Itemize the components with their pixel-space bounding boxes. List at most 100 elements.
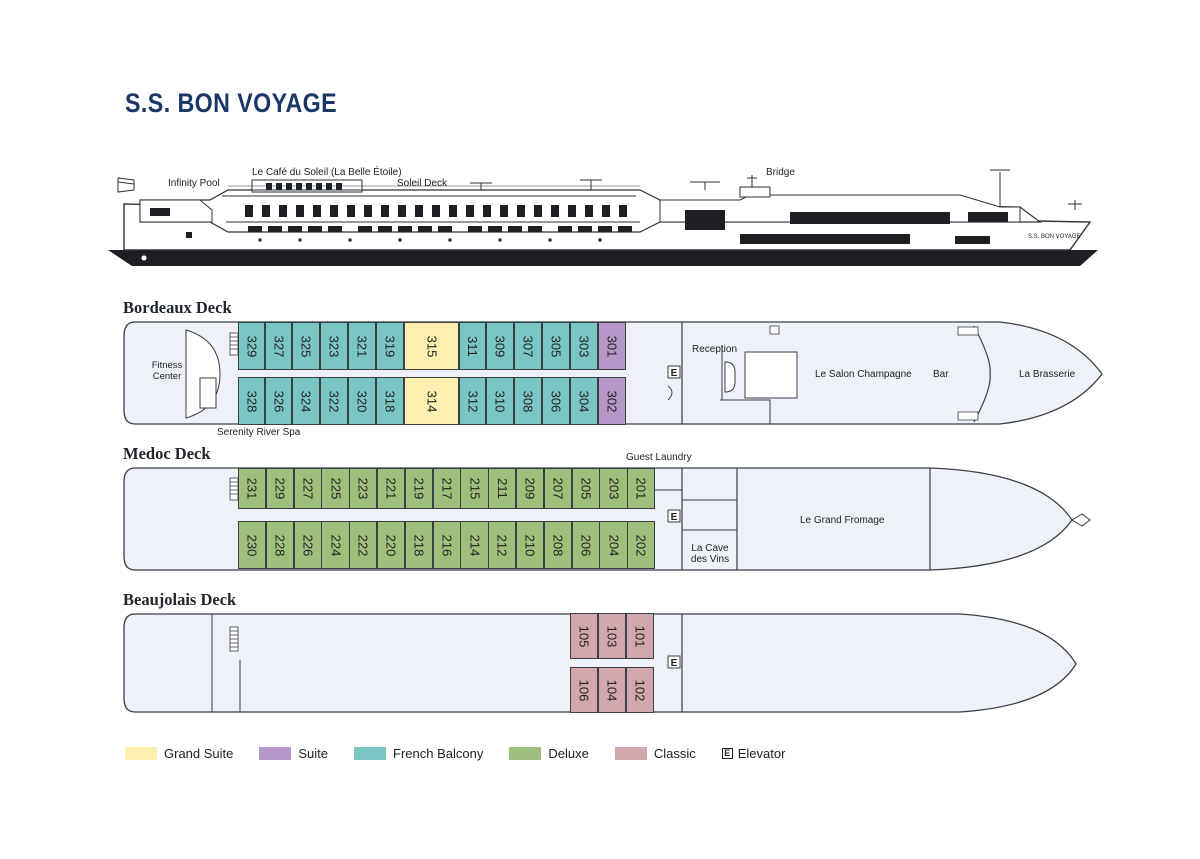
cabin-322: 322 <box>320 377 348 425</box>
cabin-206: 206 <box>571 521 600 569</box>
cabin-207: 207 <box>543 468 573 509</box>
cabin-number: 204 <box>606 534 622 556</box>
cabin-203: 203 <box>599 468 628 509</box>
legend-item-suite: Suite <box>259 746 328 761</box>
legend-label: Deluxe <box>548 746 589 761</box>
legend-item-classic: Classic <box>614 746 696 761</box>
cabin-104: 104 <box>598 667 626 713</box>
elevator-medoc: E <box>671 512 678 523</box>
cabin-number: 101 <box>632 625 648 647</box>
legend-label: Suite <box>298 746 329 761</box>
cabin-220: 220 <box>377 521 406 569</box>
cabin-212: 212 <box>488 521 517 569</box>
cabin-number: 216 <box>439 534 455 556</box>
cabin-number: 327 <box>270 335 286 357</box>
cabin-number: 226 <box>300 534 316 556</box>
cabin-number: 202 <box>633 534 649 556</box>
legend-swatch <box>125 747 157 760</box>
legend-label: French Balcony <box>393 746 484 761</box>
cabin-204: 204 <box>599 521 628 569</box>
cabin-230: 230 <box>238 521 267 569</box>
deck-label-bordeaux: Bordeaux Deck <box>123 298 232 317</box>
cabin-number: 220 <box>383 534 399 556</box>
legend-label: Grand Suite <box>164 746 234 761</box>
cabin-number: 211 <box>494 478 510 499</box>
cabin-number: 203 <box>606 477 622 500</box>
cabin-number: 322 <box>326 390 342 412</box>
cabin-number: 314 <box>423 390 439 412</box>
label-soleil-deck: Soleil Deck <box>397 178 448 189</box>
cabin-number: 219 <box>411 477 427 500</box>
label-salon: Le Salon Champagne <box>815 369 912 380</box>
cabin-217: 217 <box>432 468 461 509</box>
cabin-number: 205 <box>578 477 594 500</box>
legend-swatch <box>509 747 542 760</box>
cabin-number: 325 <box>298 335 314 357</box>
cabin-number: 225 <box>328 477 344 500</box>
cabin-210: 210 <box>516 521 545 569</box>
cabin-number: 217 <box>439 477 455 500</box>
cabin-number: 221 <box>383 477 399 500</box>
cabin-208: 208 <box>543 521 573 569</box>
cabin-227: 227 <box>293 468 322 509</box>
legend-label: Elevator <box>737 746 786 761</box>
legend-swatch <box>614 747 647 760</box>
cabin-number: 318 <box>382 390 398 412</box>
cabin-number: 223 <box>355 477 371 500</box>
cabin-302: 302 <box>598 377 626 425</box>
cabin-number: 208 <box>550 534 566 556</box>
cabin-number: 326 <box>270 390 286 412</box>
cabin-number: 320 <box>354 390 370 412</box>
elevator-icon: E <box>721 748 733 759</box>
cabin-229: 229 <box>265 468 295 509</box>
cabin-number: 319 <box>382 335 398 357</box>
cabin-216: 216 <box>432 521 461 569</box>
label-spa: Serenity River Spa <box>217 427 301 438</box>
cabin-312: 312 <box>459 377 486 425</box>
cabin-number: 308 <box>520 390 536 412</box>
label-bar: Bar <box>933 369 949 380</box>
cabin-number: 222 <box>355 534 371 556</box>
cabin-number: 105 <box>576 625 592 647</box>
cabin-215: 215 <box>460 468 489 509</box>
cabin-number: 323 <box>326 335 342 357</box>
elevator-beaujolais: E <box>671 658 678 669</box>
cabin-226: 226 <box>293 521 322 569</box>
cabin-224: 224 <box>321 521 350 569</box>
cabin-101: 101 <box>626 613 654 659</box>
cabin-307: 307 <box>514 322 542 370</box>
cabin-314: 314 <box>404 377 459 425</box>
cabin-325: 325 <box>292 322 320 370</box>
cabin-219: 219 <box>404 468 434 509</box>
ship-profile <box>108 169 1098 266</box>
cabin-number: 307 <box>520 335 536 357</box>
label-bridge: Bridge <box>766 167 795 178</box>
cabin-310: 310 <box>486 377 514 425</box>
cabin-number: 106 <box>576 679 592 701</box>
cabin-202: 202 <box>627 521 656 569</box>
cabin-number: 329 <box>243 335 259 357</box>
cabin-number: 301 <box>604 335 620 357</box>
cabin-218: 218 <box>404 521 434 569</box>
cabin-222: 222 <box>349 521 378 569</box>
cabin-number: 102 <box>632 679 648 701</box>
cabin-103: 103 <box>598 613 626 659</box>
cabin-number: 302 <box>604 390 620 412</box>
cabin-106: 106 <box>570 667 598 713</box>
cabin-number: 218 <box>411 534 427 556</box>
legend-swatch <box>259 747 292 760</box>
page-title: S.S. BON VOYAGE <box>125 88 338 118</box>
cabin-number: 227 <box>300 477 316 500</box>
cabin-number: 306 <box>548 390 564 412</box>
legend-swatch <box>354 747 387 760</box>
deck-label-medoc: Medoc Deck <box>123 444 211 463</box>
cabin-number: 304 <box>576 390 592 412</box>
cabin-number: 305 <box>548 335 564 357</box>
cabin-318: 318 <box>376 377 404 425</box>
elevator-bordeaux: E <box>671 368 678 379</box>
cabin-326: 326 <box>265 377 292 425</box>
cabin-number: 312 <box>464 390 480 412</box>
cabin-number: 104 <box>604 679 620 701</box>
label-guest-laundry: Guest Laundry <box>626 452 692 463</box>
cabin-number: 309 <box>492 335 508 357</box>
